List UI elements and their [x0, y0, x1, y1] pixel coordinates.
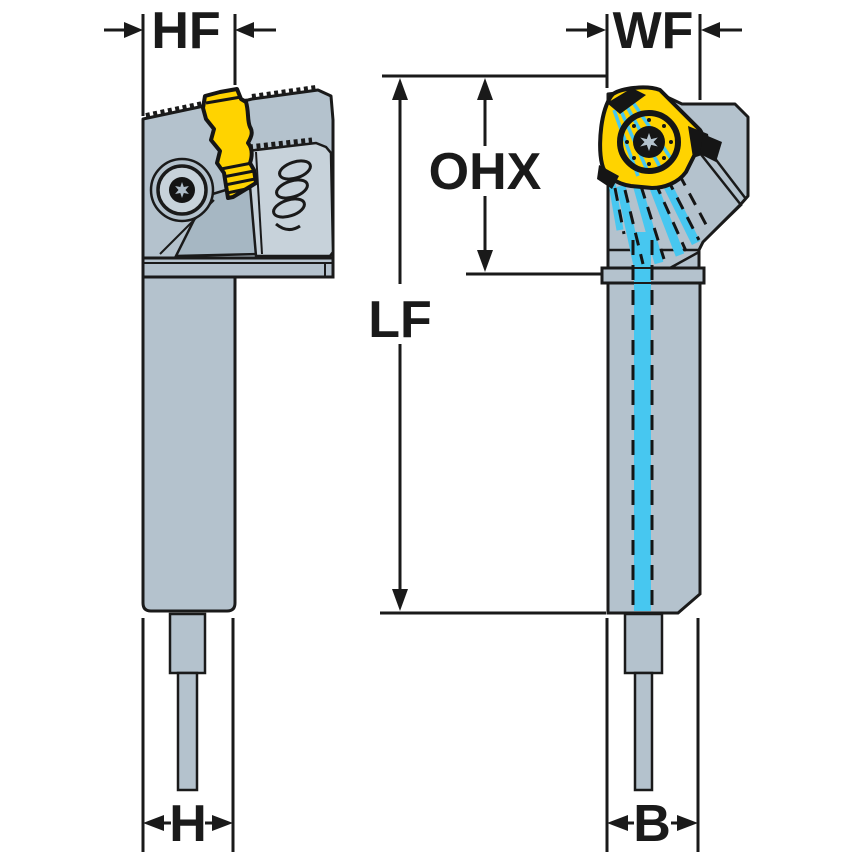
dimension-hf: HF [104, 2, 276, 116]
front-shank-pin [168, 612, 207, 792]
dimension-label-hf: HF [151, 2, 220, 60]
h-arrow-right-head [212, 815, 233, 831]
ohx-arrow-down [477, 250, 493, 272]
side-body [606, 281, 702, 615]
side-threading-insert [597, 85, 722, 190]
dimension-h: H [141, 618, 235, 853]
front-spring-block-edge [255, 151, 263, 255]
hf-arrow-left-head [124, 22, 143, 38]
dimension-label-wf: WF [613, 2, 694, 60]
side-view: WF OHX LF B [368, 2, 750, 853]
side-screw-ring [617, 110, 681, 174]
side-torx-screw [617, 110, 681, 174]
front-torx-screw [149, 157, 215, 223]
lf-arrow-up [392, 78, 408, 100]
side-insert-corner-bottom [597, 165, 619, 189]
dimension-ohx: OHX [382, 74, 607, 276]
side-clamp-finger [700, 134, 722, 162]
side-pin-upper [623, 612, 664, 675]
side-torx-star-icon [640, 133, 658, 151]
front-threading-insert [201, 87, 258, 200]
front-view: HF H [104, 2, 335, 853]
dimension-label-ohx: OHX [429, 143, 542, 201]
dimension-label-b: B [633, 795, 671, 853]
front-arm [141, 275, 237, 613]
b-arrow-right-head [677, 815, 698, 831]
coolant-hidden-bores [613, 173, 712, 265]
side-shank-pin [623, 612, 664, 792]
front-clamp-spring [272, 159, 312, 231]
b-arrow-left-head [607, 815, 628, 831]
h-arrow-left-head [143, 815, 164, 831]
side-screw-knurl-dots [625, 118, 673, 166]
dimension-label-h: H [169, 795, 207, 853]
dimension-wf: WF [566, 2, 742, 100]
wf-arrow-right-head [701, 22, 720, 38]
lf-arrow-down [392, 589, 408, 611]
front-serration-right [251, 85, 317, 100]
dimension-lf: LF [368, 78, 606, 615]
coolant-channel [634, 232, 651, 611]
front-serration-clamp [248, 137, 313, 150]
front-insert-serration-lines [220, 161, 256, 195]
dimension-b: B [605, 618, 700, 853]
coolant-channel-hidden-edges [631, 240, 654, 611]
side-pin-lower [633, 671, 654, 792]
front-serration-left [145, 101, 204, 119]
front-pin-upper [168, 612, 207, 675]
ohx-arrow-up [477, 78, 493, 100]
front-pin-lower [176, 671, 199, 792]
front-insert-cap-line [205, 95, 242, 105]
front-insert-blade [201, 87, 258, 200]
dimension-label-lf: LF [368, 291, 432, 349]
wf-arrow-left-head [587, 22, 606, 38]
side-insert-corner-top [607, 88, 646, 114]
hf-arrow-right-head [235, 22, 254, 38]
front-mount-band [141, 256, 335, 279]
front-torx-star-icon [175, 182, 189, 198]
